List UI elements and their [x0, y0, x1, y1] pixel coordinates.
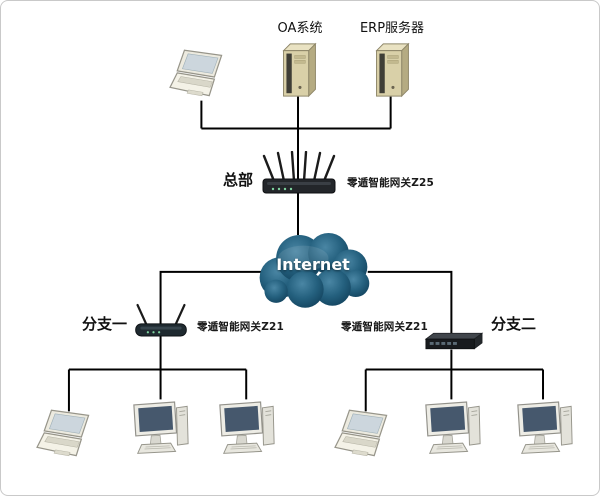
branch2-desktop-pc2-icon [514, 399, 576, 467]
hq-wireless-gateway-icon [257, 151, 341, 197]
branch1-laptop-icon [36, 407, 102, 465]
oa-system-label: OA系统 [277, 21, 323, 36]
branch2-gateway-model-label: 零遁智能网关Z21 [341, 321, 429, 333]
link-cloud-branch1 [159, 270, 263, 326]
branch1-desktop-pc2-icon [216, 399, 278, 467]
branch2-label: 分支二 [491, 315, 537, 333]
erp-server-icon [370, 41, 414, 99]
branch2-laptop-icon [334, 407, 400, 465]
branch1-label: 分支一 [81, 315, 127, 333]
branch2-desktop-pc-icon [422, 399, 484, 467]
hq-laptop-icon [169, 47, 235, 105]
branch1-wireless-gateway-icon [131, 303, 191, 339]
erp-server-label: ERP服务器 [359, 21, 425, 36]
branch1-desktop-pc-icon [130, 399, 192, 467]
link-cloud-branch2 [367, 270, 453, 334]
branch2-rack-gateway-icon [422, 332, 484, 352]
internet-label: Internet [276, 255, 350, 274]
headquarters-label: 总部 [222, 171, 253, 189]
oa-server-icon [277, 41, 321, 99]
hq-gateway-model-label: 零遁智能网关Z25 [347, 177, 435, 189]
branch1-gateway-model-label: 零遁智能网关Z21 [197, 321, 285, 333]
